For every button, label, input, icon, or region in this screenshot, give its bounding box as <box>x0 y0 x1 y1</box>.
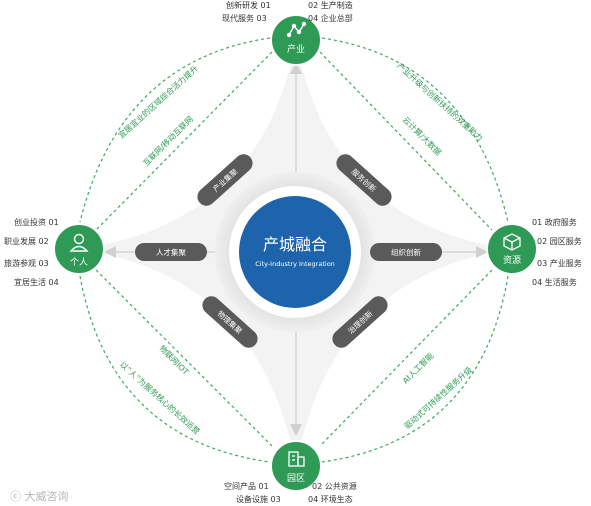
center-subtitle: City-Industry Integration <box>255 260 335 268</box>
arc-label-top-left-outer: 宜居宜业的区域综合活力提升 <box>116 63 200 140</box>
bottom-item-4: 04 环境生态 <box>308 495 353 504</box>
node-bottom: 园区 <box>270 440 322 492</box>
inner-line-bottom-right <box>319 269 493 447</box>
building-icon <box>288 451 305 467</box>
top-item-4: 04 企业总部 <box>308 14 353 23</box>
cube-icon <box>503 233 521 251</box>
arc-label-top-right-inner: 云计算/大数据 <box>401 114 444 157</box>
person-icon <box>69 233 89 252</box>
left-item-1: 创业投资 01 <box>14 218 59 227</box>
bottom-item-1: 空间产品 01 <box>224 482 269 491</box>
watermark: ⓒ 大威咨询 <box>10 488 69 504</box>
bottom-item-3: 设备设施 03 <box>236 495 281 504</box>
node-top: 产业 <box>270 14 322 66</box>
watermark-text: 大威咨询 <box>24 490 69 503</box>
node-bottom-label: 园区 <box>287 473 305 484</box>
pill-right-label: 组织创新 <box>391 247 421 257</box>
bottom-item-2: 02 公共资源 <box>312 482 357 491</box>
node-right: 资源 <box>486 223 538 275</box>
center-circle <box>239 196 351 308</box>
pill-left: 人才集聚 <box>135 243 207 261</box>
left-item-2: 职业发展 02 <box>4 237 49 246</box>
pill-left-label: 人才集聚 <box>156 247 186 257</box>
right-item-3: 03 产业服务 <box>537 259 582 268</box>
outer-arc-top-left <box>79 37 271 223</box>
node-left: 个人 <box>53 223 105 275</box>
network-icon <box>286 21 307 38</box>
left-item-3: 旅游参观 03 <box>4 259 49 268</box>
arc-label-top-right-outer: 产业升级与创新扶持的双重助力 <box>395 61 485 143</box>
outer-arc-bottom-right <box>321 275 509 463</box>
node-top-label: 产业 <box>287 43 305 55</box>
node-right-label: 资源 <box>503 255 521 266</box>
arc-label-top-left-inner: 互联网/移动互联网 <box>141 114 195 168</box>
center-title: 产城融合 <box>263 235 327 254</box>
top-item-3: 现代服务 03 <box>222 14 267 23</box>
pill-right: 组织创新 <box>370 243 442 261</box>
top-item-1: 创新研发 01 <box>226 1 271 10</box>
outer-arc-top-right <box>321 37 509 223</box>
left-item-4: 宜居生活 04 <box>14 278 59 287</box>
outer-arc-bottom-left <box>79 275 271 463</box>
top-item-2: 02 生产制造 <box>308 1 353 10</box>
arc-label-bottom-right-inner: AI人工智能 <box>400 350 435 385</box>
watermark-icon: ⓒ <box>10 490 21 503</box>
inner-line-top-right <box>319 51 493 231</box>
right-item-1: 01 政府服务 <box>532 218 577 227</box>
right-item-2: 02 园区服务 <box>537 237 582 246</box>
node-left-label: 个人 <box>70 257 88 268</box>
right-item-4: 04 生活服务 <box>532 278 577 287</box>
